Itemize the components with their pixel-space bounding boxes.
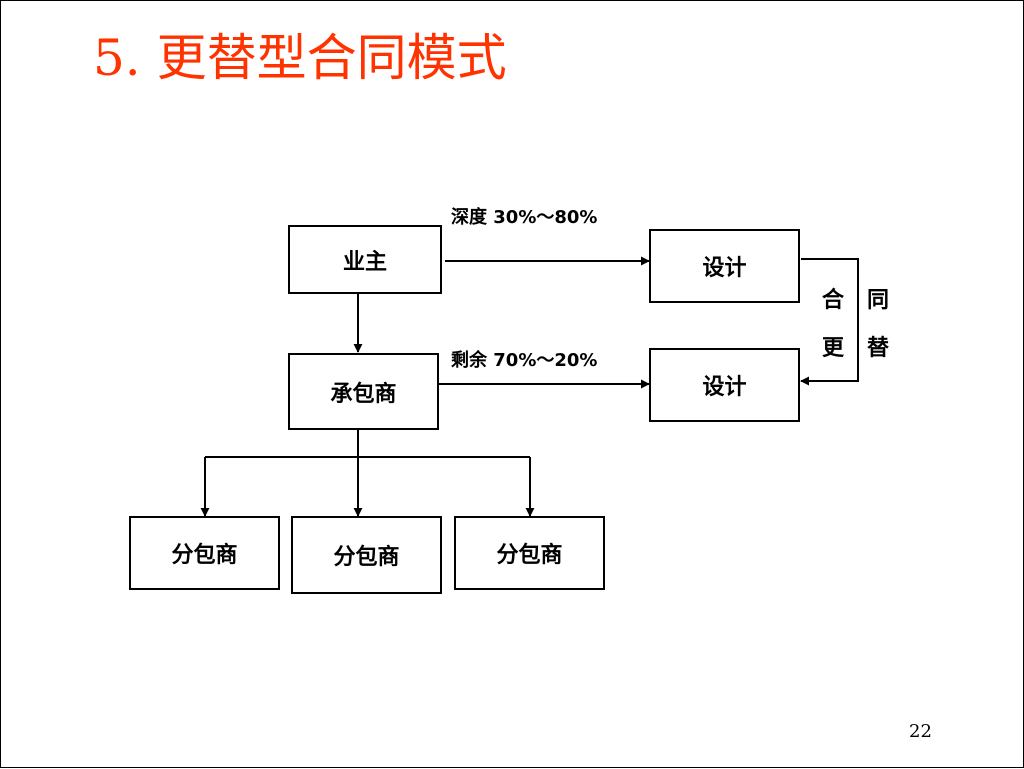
node-subcontractor-3: 分包商	[454, 516, 605, 590]
slide-title: 5. 更替型合同模式	[93, 29, 507, 87]
node-subcontractor-1: 分包商	[129, 516, 280, 590]
node-contractor: 承包商	[288, 353, 439, 430]
node-design-initial: 设计	[649, 229, 800, 303]
edge-label-depth: 深度 30%～80%	[451, 207, 598, 228]
node-owner: 业主	[288, 225, 442, 294]
page-number: 22	[909, 721, 932, 742]
bracket-char-ti: 替	[867, 336, 890, 361]
bracket-char-tong: 同	[867, 288, 890, 313]
bracket-line	[800, 258, 859, 386]
bracket-char-he: 合	[822, 288, 845, 313]
edge-label-remaining: 剩余 70%～20%	[451, 350, 598, 371]
bracket-char-geng: 更	[822, 336, 845, 361]
node-subcontractor-2: 分包商	[291, 516, 442, 594]
node-design-remaining: 设计	[649, 348, 800, 422]
